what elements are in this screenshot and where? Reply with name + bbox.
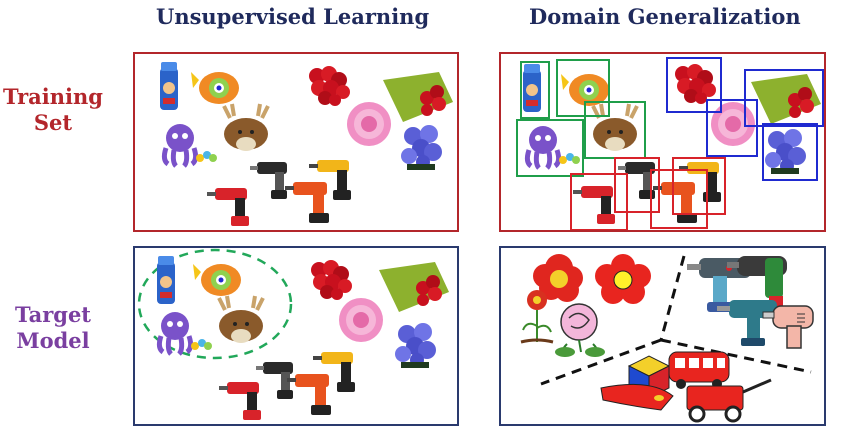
bouquet-object — [383, 72, 453, 122]
drill-sketch-pink — [762, 305, 814, 349]
octopus-toy-object — [527, 126, 580, 168]
toy-bounding-box — [520, 61, 550, 119]
panel-unsupervised-training — [133, 52, 459, 232]
toy-kazoo — [600, 383, 674, 411]
octopus-toy-object — [164, 124, 217, 166]
sketch-flower-small — [520, 290, 554, 344]
bottle-object — [160, 62, 178, 110]
flower-bounding-box — [666, 57, 722, 113]
moose-toy-object — [217, 294, 265, 345]
panel-unsupervised-training-objects — [160, 62, 453, 226]
drill-red-object — [219, 382, 261, 420]
domain-bounding-boxes — [516, 57, 824, 230]
drill-red-object — [573, 186, 615, 224]
row-label-target-model: Target Model — [0, 302, 106, 354]
column-title-unsupervised: Unsupervised Learning — [156, 4, 430, 29]
cartoon-flower-red — [533, 254, 583, 302]
drill-bounding-box — [570, 173, 628, 230]
blue-flowers-object — [395, 323, 436, 368]
drill-black-object — [250, 162, 287, 199]
drawn-flowers-group — [520, 254, 651, 357]
row-label-training-line2: Set — [33, 110, 73, 135]
panel-domain-target-objects — [520, 254, 814, 423]
panel-domain-training — [499, 52, 826, 232]
drill-black-object — [618, 162, 655, 199]
moose-toy-object — [222, 102, 270, 153]
toy-bounding-box — [556, 59, 610, 117]
row-label-training-line1: Training — [3, 84, 103, 109]
row-label-training-set: Training Set — [0, 84, 106, 136]
bouquet-object — [379, 262, 449, 312]
panel-domain-target — [499, 246, 826, 426]
bottle-object — [523, 64, 541, 112]
drill-cartoon-blue — [717, 300, 777, 346]
flower-bounding-box — [706, 99, 758, 157]
blue-flowers-object — [765, 129, 806, 174]
drawn-drills-group — [687, 256, 814, 349]
bottle-object — [157, 256, 175, 304]
flower-bounding-box — [762, 123, 818, 181]
row-label-target-line2: Model — [16, 328, 90, 353]
roses-object — [309, 66, 350, 106]
flower-bounding-box — [744, 69, 824, 127]
panel-unsupervised-target-objects — [137, 248, 449, 420]
roses-object — [311, 260, 352, 300]
moose-toy-object — [591, 102, 639, 153]
drawn-toys-group — [600, 351, 772, 423]
pink-flower-object — [347, 102, 391, 146]
pink-flower-object — [339, 298, 383, 342]
fish-toy-object — [191, 72, 239, 104]
toy-bounding-box — [516, 119, 584, 177]
toy-cluster-outline — [137, 248, 293, 360]
roses-object — [675, 64, 716, 104]
blue-flowers-object — [401, 125, 442, 170]
row-label-target-line1: Target — [14, 302, 92, 327]
bouquet-object — [751, 74, 821, 124]
panel-domain-training-objects — [516, 57, 824, 230]
drill-bounding-box — [672, 157, 726, 215]
toy-bus — [668, 351, 730, 389]
cartoon-flower-yellow-center — [595, 254, 651, 304]
toy-wagon — [686, 378, 772, 423]
pink-flower-object — [711, 102, 755, 146]
column-title-domain-generalization: Domain Generalization — [529, 4, 801, 29]
panel-unsupervised-target — [133, 246, 459, 426]
domain-divider-lines — [540, 255, 812, 386]
drill-bounding-box — [650, 169, 708, 229]
drill-bounding-box — [614, 157, 660, 213]
octopus-toy-object — [159, 312, 212, 354]
drill-orange-object — [285, 182, 329, 223]
fish-toy-object — [193, 264, 241, 296]
drill-red-object — [207, 188, 249, 226]
drill-orange-object — [287, 374, 331, 415]
sketch-rose — [555, 303, 605, 357]
